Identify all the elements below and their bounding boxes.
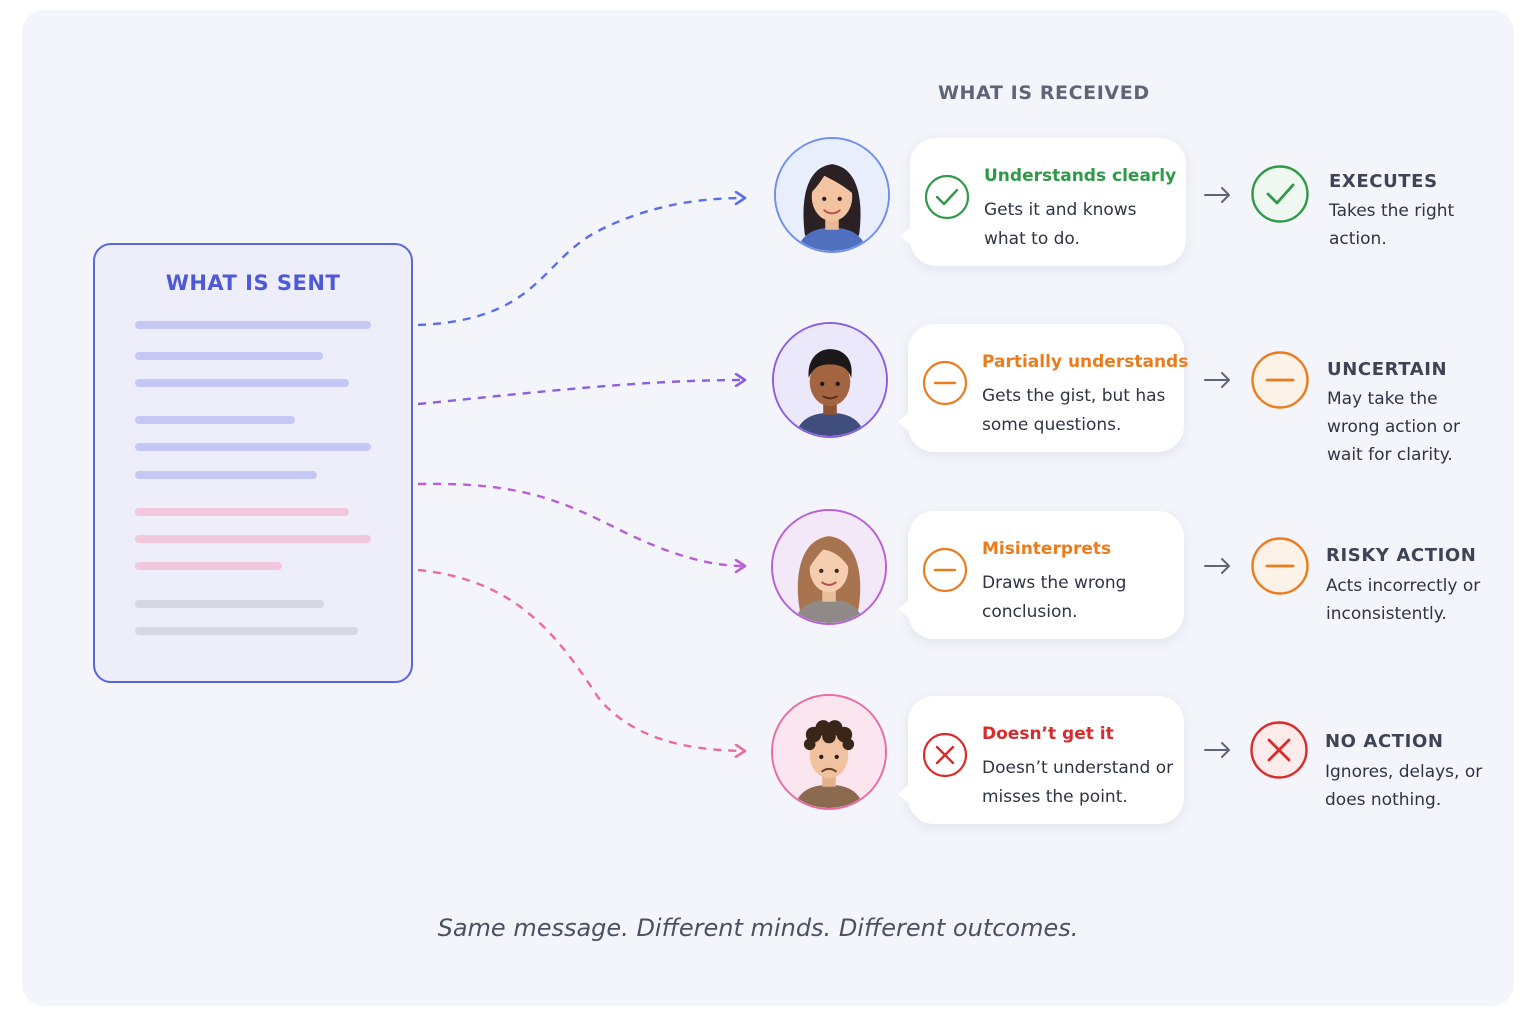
text-line [135,379,349,387]
message-document: WHAT IS SENT [93,243,413,683]
man-curly-hair-frowning-avatar [771,694,887,810]
minus-circle-icon [1250,536,1310,596]
right-arrow-icon [1203,740,1233,760]
text-line [135,321,371,329]
minus-circle-icon [922,547,968,593]
minus-circle-icon [922,360,968,406]
minus-circle-icon [1250,350,1310,410]
outcome-title: NO ACTION [1325,731,1444,752]
text-line [135,416,295,424]
outcome-title: RISKY ACTION [1326,545,1477,566]
text-line [135,600,324,608]
outcome-title: EXECUTES [1329,171,1438,192]
check-circle-icon [1250,164,1310,224]
outcome-description: May take the wrong action or wait for cl… [1327,389,1461,465]
outcome-description: Acts incorrectly or inconsistently. [1326,576,1481,624]
x-circle-icon [1249,720,1309,780]
connector-2 [417,380,744,406]
check-circle-icon [924,174,970,220]
caption: Same message. Different minds. Different… [437,914,1079,942]
reception-title: Doesn’t get it [982,724,1114,744]
right-arrow-icon [1203,556,1233,576]
received-title: WHAT IS RECEIVED [938,82,1150,104]
woman-long-brown-hair-avatar [771,509,887,625]
text-line [135,443,371,451]
outcome-title: UNCERTAIN [1327,359,1448,380]
reception-title: Misinterprets [982,539,1112,559]
reception-description: Gets the gist, but has some questions. [982,386,1166,435]
text-line [135,508,349,516]
outcome-description: Takes the right action. [1329,201,1455,249]
reception-bubble: Misinterprets Draws the wrong conclusion… [898,511,1184,639]
text-line [135,535,371,543]
text-line [135,471,317,479]
text-line [135,627,358,635]
reception-description: Draws the wrong conclusion. [982,573,1127,622]
text-line [135,352,323,360]
reception-title: Partially understands [982,352,1189,372]
connector-3 [417,482,744,566]
man-short-dark-hair-avatar [772,322,888,438]
x-circle-icon [922,732,968,778]
outcome-description: Ignores, delays, or does nothing. [1325,762,1483,810]
text-line [135,562,282,570]
reception-description: Gets it and knows what to do. [984,200,1137,249]
reception-title: Understands clearly [984,166,1177,186]
reception-bubble: Partially understands Gets the gist, but… [898,324,1188,452]
reception-bubble: Understands clearly Gets it and knows wh… [900,138,1186,266]
connector-4 [417,568,744,751]
connector-1 [417,198,744,327]
right-arrow-icon [1203,185,1233,205]
right-arrow-icon [1203,370,1233,390]
reception-bubble: Doesn’t get it Doesn’t understand or mis… [898,696,1184,824]
woman-long-dark-hair-avatar [774,137,890,253]
sent-title: WHAT IS SENT [165,271,341,295]
reception-description: Doesn’t understand or misses the point. [982,758,1174,807]
